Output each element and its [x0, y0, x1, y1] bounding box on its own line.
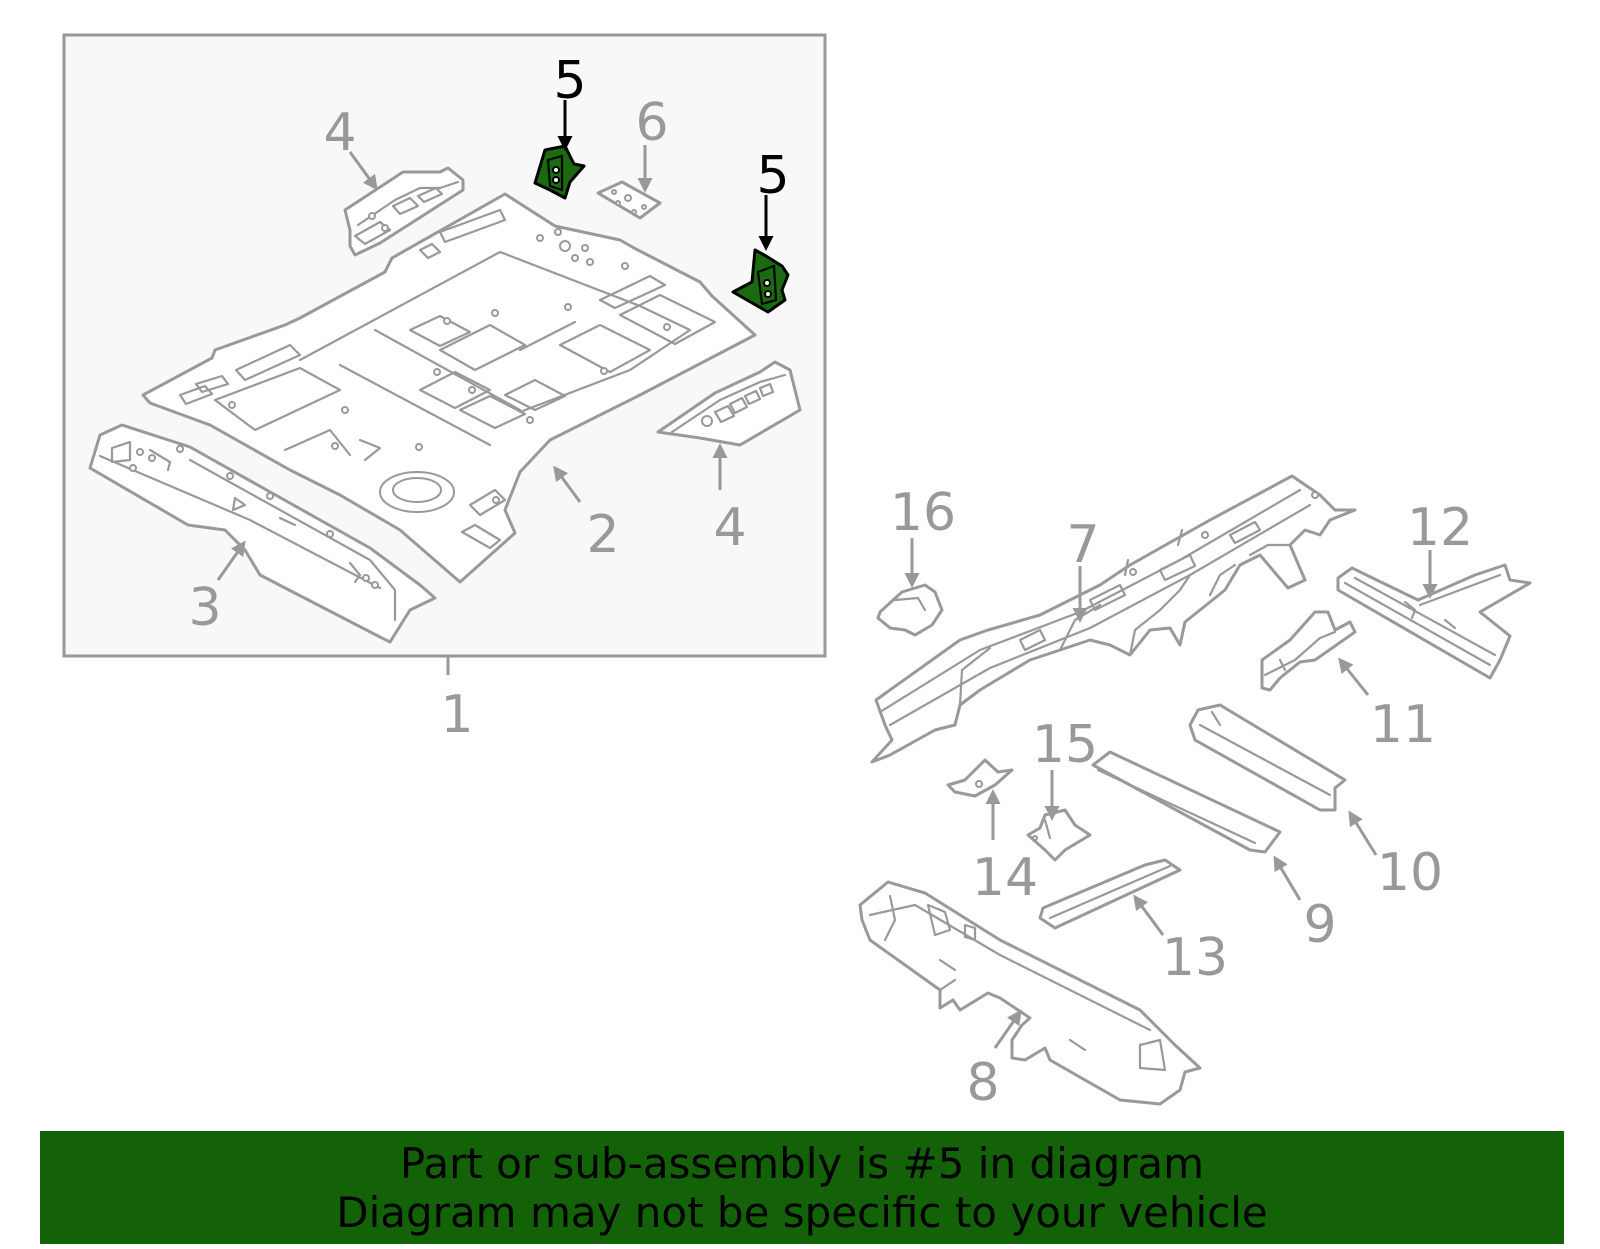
part-4-right-extension[interactable]: [656, 360, 802, 447]
callout-12: 12: [1407, 498, 1473, 558]
part-9-cross-brace[interactable]: [1091, 750, 1282, 854]
callout-2: 2: [586, 505, 619, 565]
part-2-rear-floor-pan[interactable]: [141, 192, 757, 584]
part-10-cross-brace[interactable]: [1188, 703, 1347, 812]
callout-9: 9: [1303, 895, 1336, 955]
part-14-clip[interactable]: [946, 758, 1014, 798]
part-12-tube-cross-member[interactable]: [1336, 563, 1532, 680]
callout-4-upper: 4: [323, 103, 356, 163]
callout-7: 7: [1066, 515, 1099, 575]
part-13-brace[interactable]: [1038, 858, 1182, 930]
part-16-small-bracket[interactable]: [876, 583, 944, 637]
callout-8: 8: [966, 1053, 999, 1113]
callout-15: 15: [1032, 715, 1098, 775]
callout-13: 13: [1162, 928, 1228, 988]
part-5-bracket-a[interactable]: [533, 144, 586, 200]
callout-11: 11: [1370, 695, 1436, 755]
callout-5-left: 5: [553, 51, 586, 111]
callout-6: 6: [635, 93, 668, 153]
info-banner: Part or sub-assembly is #5 in diagram Di…: [40, 1131, 1564, 1244]
banner-line-2: Diagram may not be specific to your vehi…: [336, 1187, 1268, 1237]
callout-5-right: 5: [756, 146, 789, 206]
part-4-left-extension[interactable]: [343, 166, 465, 257]
callout-3: 3: [188, 578, 221, 638]
part-5-bracket-b[interactable]: [731, 248, 790, 314]
callout-14: 14: [972, 848, 1038, 908]
callout-1: 1: [440, 685, 473, 745]
callout-10: 10: [1377, 843, 1443, 903]
part-6-plate[interactable]: [596, 180, 662, 220]
callout-16: 16: [890, 483, 956, 543]
part-11-bracket[interactable]: [1260, 610, 1357, 692]
part-15-mount[interactable]: [1026, 808, 1092, 862]
part-8-lower-cross-member[interactable]: [858, 880, 1202, 1106]
banner-line-1: Part or sub-assembly is #5 in diagram: [399, 1138, 1205, 1188]
part-3-cross-member[interactable]: [88, 423, 437, 644]
callout-4-lower: 4: [713, 498, 746, 558]
